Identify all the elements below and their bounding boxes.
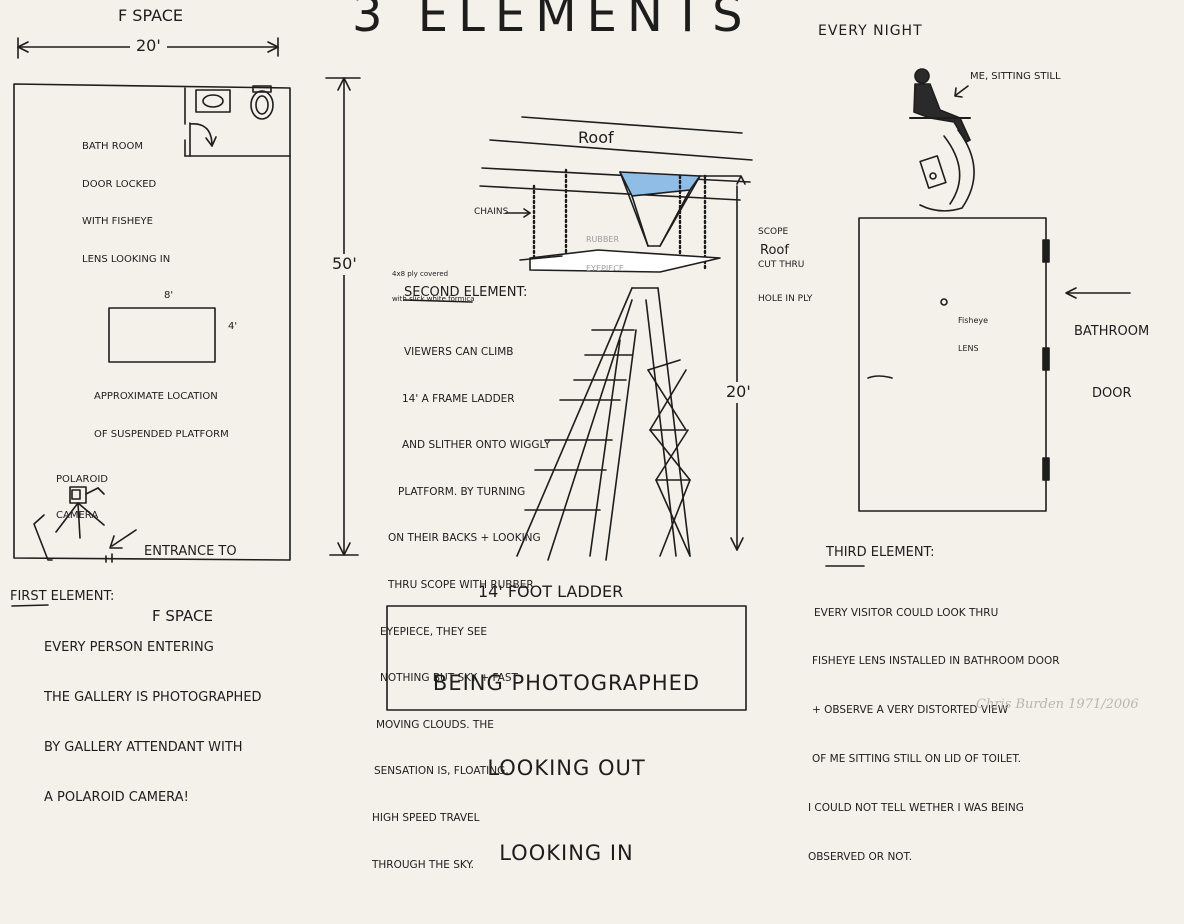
scope-label: SCOPE CUT THRU HOLE IN PLY	[758, 204, 812, 328]
platform-width-label: 8'	[164, 291, 173, 302]
platform-note: APPROXIMATE LOCATION of SUSPENDED PLATFO…	[94, 366, 229, 466]
platform-depth-label: 4'	[228, 322, 237, 333]
roof-label-2: Roof	[760, 244, 789, 258]
me-arrow	[955, 86, 968, 97]
main-title: 3 ELEMENTS	[352, 0, 753, 40]
door-label: BATHROOM DOOR	[1074, 280, 1149, 446]
roof-lines	[480, 117, 752, 200]
lens-label: Fisheye LENS	[958, 298, 988, 372]
height-label: 20'	[726, 382, 751, 403]
height-dimension-line	[731, 186, 743, 550]
caption-box-text: BEING PHOTOGRAPHED LOOKING OUT LOOKING I…	[387, 612, 746, 924]
width-label: 20'	[130, 38, 167, 55]
platform-plan-rectangle	[109, 308, 215, 362]
eyepiece-label: RUBBER EYEPIECE	[586, 216, 624, 293]
sitting-figure-sketch	[910, 69, 970, 142]
me-label: ME, SITTING STILL	[970, 72, 1061, 83]
first-element-text: EVERY PERSON ENTERING THE GALLERY IS pho…	[44, 607, 262, 840]
second-element-heading: SECOND ELEMENT:	[404, 286, 527, 300]
roof-label: Roof	[578, 130, 614, 147]
chains-label: CHAINS	[474, 208, 508, 217]
bathroom-room	[185, 86, 290, 156]
artist-signature: Chris Burden 1971/2006	[976, 698, 1139, 712]
third-element-text: EVERY VISITOR COULD LOOK thru fisheye le…	[808, 572, 1060, 897]
camera-label: POLAROID CAMERA	[56, 450, 108, 546]
ladder-label: 14' FOOT LADDER	[478, 584, 623, 601]
length-label: 50'	[332, 254, 357, 275]
scope-funnel	[620, 172, 745, 246]
length-dimension-line	[326, 78, 360, 555]
drawing-sheet: 3 ELEMENTS EVERY NIGHT F SPACE 20' 50' B…	[0, 0, 1184, 719]
bathroom-note: BATH ROOM DOOR LOCKED with fisheye LENS …	[82, 116, 170, 291]
space-label: F SPACE	[118, 8, 183, 25]
title-subtitle: EVERY NIGHT	[818, 24, 923, 39]
first-element-heading: FIRST ELEMENT:	[10, 590, 114, 604]
third-element-heading: THIRD ELEMENT:	[826, 546, 934, 560]
